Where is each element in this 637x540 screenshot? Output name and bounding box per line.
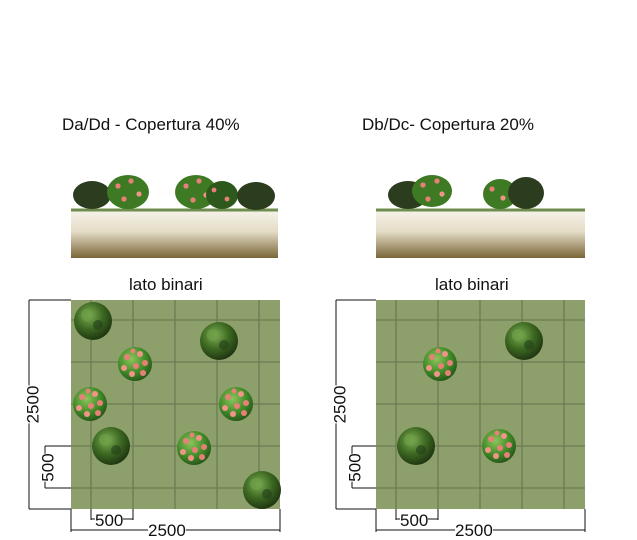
panel-left-title: Da/Dd - Copertura 40%	[62, 115, 240, 134]
left-dim-total-horizontal: 2500	[148, 521, 186, 540]
right-dim-total-horizontal: 2500	[455, 521, 493, 540]
shrub-dark	[397, 427, 435, 465]
left-dim-total-vertical: 2500	[23, 385, 43, 424]
shrub-dark	[74, 302, 112, 340]
shrub-dark	[243, 471, 281, 509]
right-dim-cell-horizontal: 500	[400, 511, 429, 530]
shrub-dark	[200, 322, 238, 360]
elevation-right	[376, 175, 585, 258]
shrub-flowering	[118, 347, 152, 381]
right-dim-total-vertical: 2500	[330, 385, 350, 424]
shrub-dark	[92, 427, 130, 465]
left-dim-cell-horizontal: 500	[95, 511, 124, 530]
shrub-flowering	[423, 347, 457, 381]
elevation-left	[71, 175, 278, 258]
right-dim-cell-vertical: 500	[345, 453, 365, 482]
panel-left-side-label: lato binari	[129, 275, 203, 294]
panel-right-title: Db/Dc- Copertura 20%	[362, 115, 534, 134]
plan-left	[71, 300, 281, 509]
shrub-flowering	[177, 431, 211, 465]
panel-right-side-label: lato binari	[435, 275, 509, 294]
left-dim-cell-vertical: 500	[38, 453, 58, 482]
shrub-flowering	[73, 387, 107, 421]
shrub-dark	[505, 322, 543, 360]
shrub-flowering	[219, 387, 253, 421]
shrub-flowering	[482, 429, 516, 463]
plan-right	[376, 300, 585, 509]
